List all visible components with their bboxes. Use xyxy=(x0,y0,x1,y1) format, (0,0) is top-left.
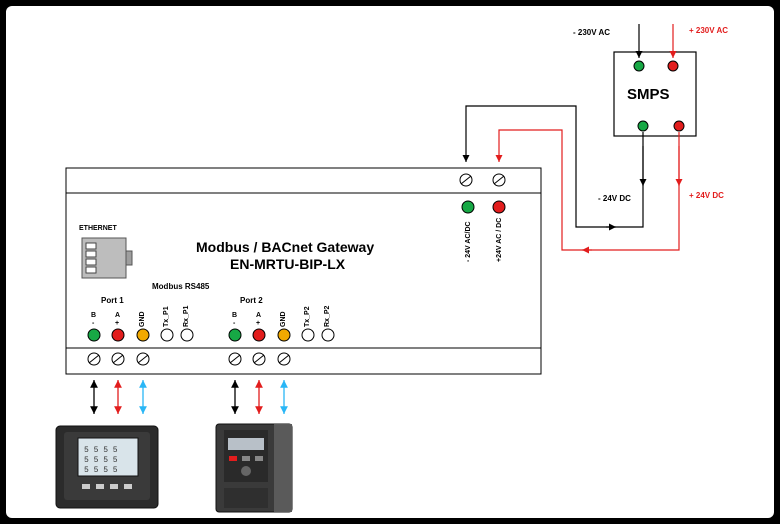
smps-ac-neg-terminal xyxy=(633,60,645,72)
dc-pos-wire xyxy=(495,129,680,251)
port1-label: Port 1 xyxy=(101,296,124,305)
port2-tx-led xyxy=(301,328,315,342)
svg-text:5 5 5 5: 5 5 5 5 xyxy=(84,446,118,455)
diagram-canvas: 5 5 5 5 5 5 5 5 5 5 5 5 - 230V AC + 230V… xyxy=(6,6,774,518)
port1-tx-led xyxy=(160,328,174,342)
screw-terminal-icon xyxy=(111,352,125,366)
screw-terminal-icon xyxy=(136,352,150,366)
ethernet-label: ETHERNET xyxy=(79,225,117,232)
port1-rx-led xyxy=(180,328,194,342)
wiring-diagram: 5 5 5 5 5 5 5 5 5 5 5 5 xyxy=(55,24,697,513)
screw-terminal-icon xyxy=(459,173,473,187)
screw-terminal-icon xyxy=(228,352,242,366)
dc-pos-label: + 24V DC xyxy=(689,191,724,200)
port2-a-led xyxy=(252,328,266,342)
dc-neg-led xyxy=(461,200,475,214)
port2-gnd-label: GND xyxy=(280,311,287,327)
port1-rx-label: Rx_P1 xyxy=(183,305,190,327)
ac-neg-label: - 230V AC xyxy=(573,28,611,37)
port1-b-sign: - xyxy=(92,320,95,327)
gateway-model: EN-MRTU-BIP-LX xyxy=(230,256,346,272)
port2-label: Port 2 xyxy=(240,296,263,305)
smps-label: SMPS xyxy=(627,86,670,103)
port2-b-sign: - xyxy=(233,320,236,327)
smps-ac-pos-terminal xyxy=(667,60,679,72)
port2-b-led xyxy=(228,328,242,342)
screw-terminal-icon xyxy=(87,352,101,366)
dc-pos-terminal-label: +24V AC / DC xyxy=(496,217,503,262)
gateway-title: Modbus / BACnet Gateway xyxy=(196,239,375,255)
dc-neg-terminal-label: - 24V AC/DC xyxy=(465,221,472,262)
screw-terminal-icon xyxy=(277,352,291,366)
port1-tx-label: Tx_P1 xyxy=(163,306,170,327)
screw-terminal-icon xyxy=(492,173,506,187)
dc-pos-led xyxy=(492,200,506,214)
port2-a-sign: + xyxy=(256,320,261,327)
screw-terminal-icon xyxy=(252,352,266,366)
ac-pos-label: + 230V AC xyxy=(689,26,729,35)
port2-rx-led xyxy=(321,328,335,342)
smps-dc-pos-terminal xyxy=(673,120,685,132)
port2-tx-label: Tx_P2 xyxy=(304,306,311,327)
port1-b-label: B xyxy=(91,312,97,319)
port1-b-led xyxy=(87,328,101,342)
dc-neg-label: - 24V DC xyxy=(598,194,631,203)
port1-gnd-led xyxy=(136,328,150,342)
svg-text:5 5 5 5: 5 5 5 5 xyxy=(84,456,118,465)
port2-gnd-led xyxy=(277,328,291,342)
vfd-drive-device xyxy=(215,423,293,513)
port1-a-led xyxy=(111,328,125,342)
port2-a-label: A xyxy=(256,312,262,319)
energy-meter-device: 5 5 5 5 5 5 5 5 5 5 5 5 xyxy=(55,425,159,509)
svg-text:5 5 5 5: 5 5 5 5 xyxy=(84,466,118,475)
port1-a-label: A xyxy=(115,312,121,319)
smps-dc-neg-terminal xyxy=(637,120,649,132)
port2-rx-label: Rx_P2 xyxy=(324,305,331,327)
port1-gnd-label: GND xyxy=(139,311,146,327)
rs485-label: Modbus RS485 xyxy=(152,282,210,291)
port2-b-label: B xyxy=(232,312,238,319)
ethernet-port-icon xyxy=(81,237,133,279)
port1-a-sign: + xyxy=(115,320,120,327)
dc-neg-wire xyxy=(462,105,644,228)
